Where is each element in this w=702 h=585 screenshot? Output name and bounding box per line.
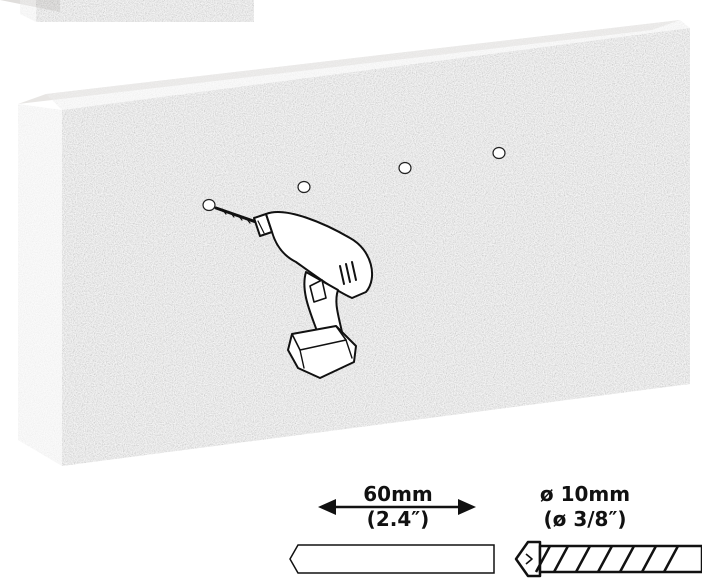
hole-marker-icon (202, 198, 216, 212)
double-arrow-icon (318, 499, 476, 515)
drill-bit-imperial: (ø 3/8″) (543, 507, 627, 531)
upper-wall-slab (0, 0, 254, 22)
hole-marker-icon (398, 161, 412, 175)
wall-front-face (62, 28, 690, 466)
drill-bit-label: ø 10mm (ø 3/8″) (520, 482, 650, 532)
drill-depth-imperial: (2.4″) (366, 507, 430, 531)
pilot-holes (202, 146, 506, 212)
hole-marker-icon (297, 180, 311, 194)
wall-side-face (18, 104, 62, 466)
drill-depth-label: 60mm (2.4″) (338, 482, 458, 532)
drill-icon (214, 206, 374, 379)
drill-depth-metric: 60mm (363, 482, 433, 506)
drill-depth-bar (289, 544, 495, 574)
hole-marker-icon (492, 146, 506, 160)
drill-bit-icon (514, 540, 702, 578)
wall-slab (18, 20, 690, 466)
drill-bit-metric: ø 10mm (539, 482, 631, 506)
